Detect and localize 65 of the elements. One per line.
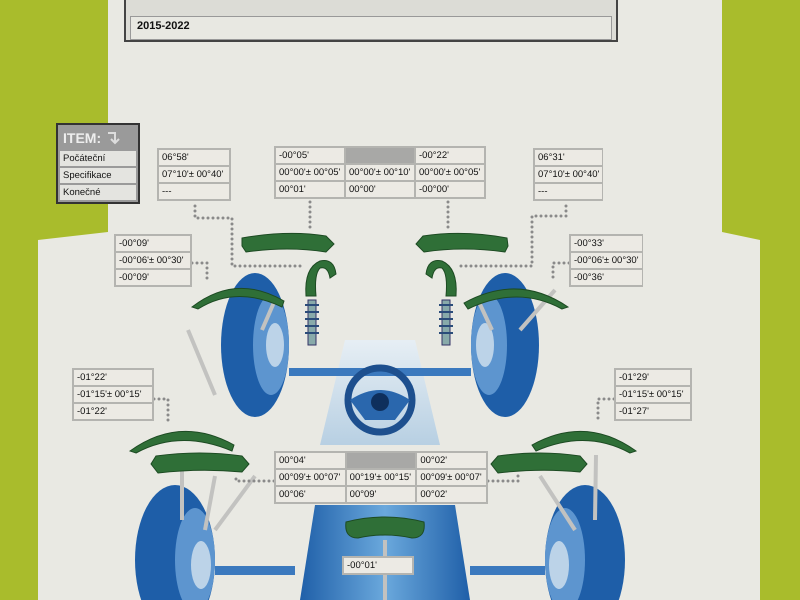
value-cell: -01°15'± 00°15' [616,387,690,402]
value-cell: 00°09'± 00°07' [276,470,345,485]
gauge-bar [242,232,334,252]
value-cell: -01°27' [616,404,690,419]
value-table [533,148,603,201]
value-cell: 00°09'± 00°07' [417,470,486,485]
gauge-bar [305,260,336,296]
vehicle-years-text: 2015-2022 [137,20,190,32]
value-cell: --- [159,184,229,199]
value-cell: -00°06'± 00°30' [116,253,190,268]
gauge-bar [345,516,425,538]
value-cell: -00°33' [571,236,642,251]
gauge-bar [490,452,588,474]
value-cell: 07°10'± 00°40' [159,167,229,182]
value-cell: 00°06' [276,487,345,502]
value-table [114,234,192,287]
value-cell: -01°22' [74,404,152,419]
leader-line [152,398,170,424]
value-cell: 00°01' [276,182,344,197]
value-cell: 00°19'± 00°15' [346,470,416,485]
value-cell: --- [535,184,602,199]
value-cell: 00°09' [346,487,416,502]
item-heading: ITEM: [63,129,102,148]
row-label: Konečné [60,185,136,200]
value-table [569,234,643,287]
value-table [274,451,488,504]
value-cell: -00°05' [276,148,344,163]
row-label: Specifikace [60,168,136,183]
value-cell: -00°22' [416,148,484,163]
value-cell: 07°10'± 00°40' [535,167,602,182]
value-cell: 00°02' [417,453,486,468]
value-cell: -01°29' [616,370,690,385]
value-table [614,368,692,421]
leader-line [458,204,568,268]
value-cell: -00°09' [116,236,190,251]
value-cell: 00°00' [346,182,414,197]
value-cell: -00°00' [416,182,484,197]
row-label: Počáteční [60,151,136,166]
gauge-bar [192,288,284,310]
value-cell: 00°00'± 00°05' [416,165,484,180]
leader-line [486,472,520,482]
leader-line [190,262,208,282]
value-cell: -00°01' [344,558,412,573]
value-cell: -01°22' [74,370,152,385]
value-cell: 00°00'± 00°05' [276,165,344,180]
gauge-bar [416,232,508,252]
item-legend-table [56,123,140,204]
value-cell: 00°04' [276,453,345,468]
value-cell: 00°00'± 00°10' [346,165,414,180]
value-table [274,146,486,199]
leader-line [194,204,304,268]
value-cell: 06°31' [535,150,602,165]
gauge-bar [532,430,636,454]
value-cell: -00°36' [571,270,642,285]
gauge-bar [464,288,568,310]
value-cell: 06°58' [159,150,229,165]
gauge-bar [130,430,234,454]
value-cell: -00°06'± 00°30' [571,253,642,268]
value-table [157,148,231,201]
gauge-bar [426,260,457,296]
value-cell: -00°09' [116,270,190,285]
value-table [72,368,154,421]
gauge-bar [150,452,250,474]
value-cell: -01°15'± 00°15' [74,387,152,402]
value-cell: 00°02' [417,487,486,502]
